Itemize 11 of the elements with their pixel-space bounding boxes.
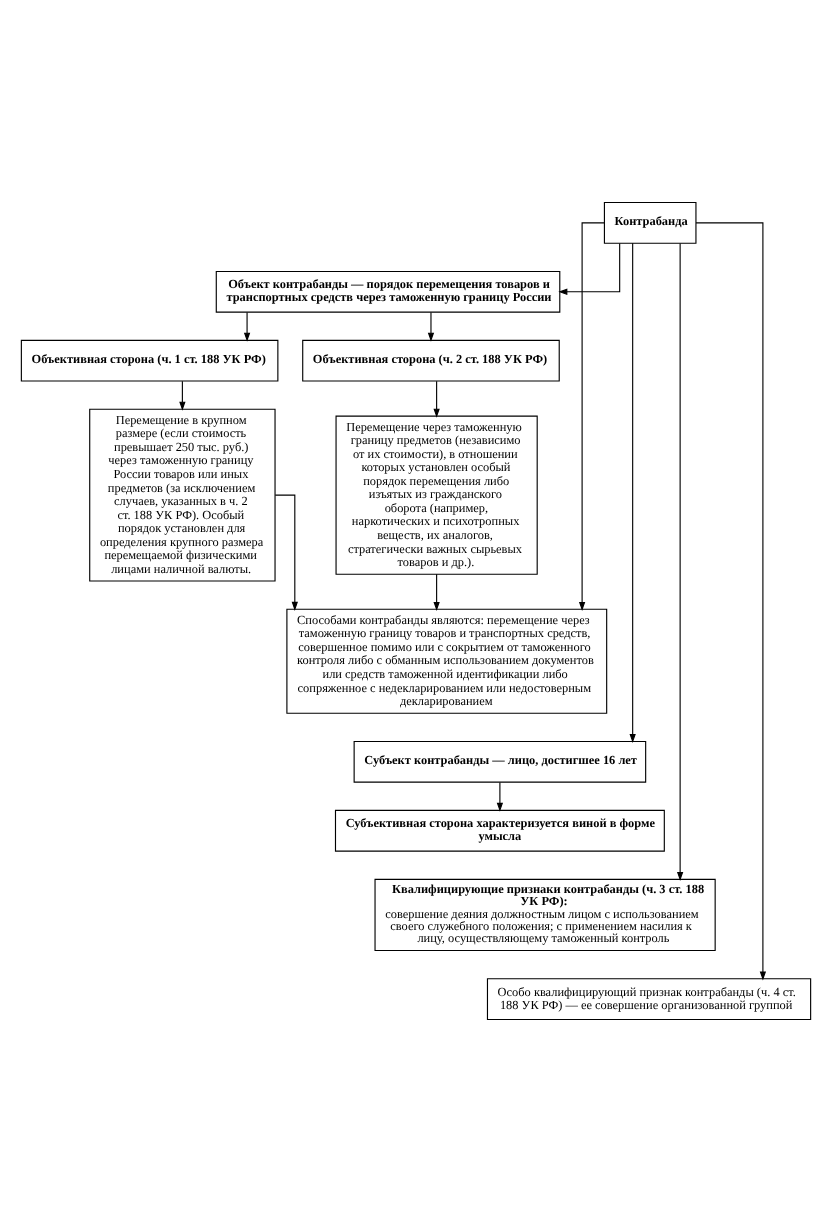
arrow: [433, 573, 440, 611]
arrow: [695, 222, 767, 981]
arrow: [243, 311, 251, 342]
arrow: [427, 311, 435, 342]
arrow: [496, 781, 504, 812]
arrow: [558, 242, 621, 295]
arrow: [629, 242, 636, 744]
arrow: [179, 380, 186, 411]
arrow: [578, 222, 605, 611]
arrow: [676, 243, 684, 882]
arrow: [433, 380, 440, 418]
